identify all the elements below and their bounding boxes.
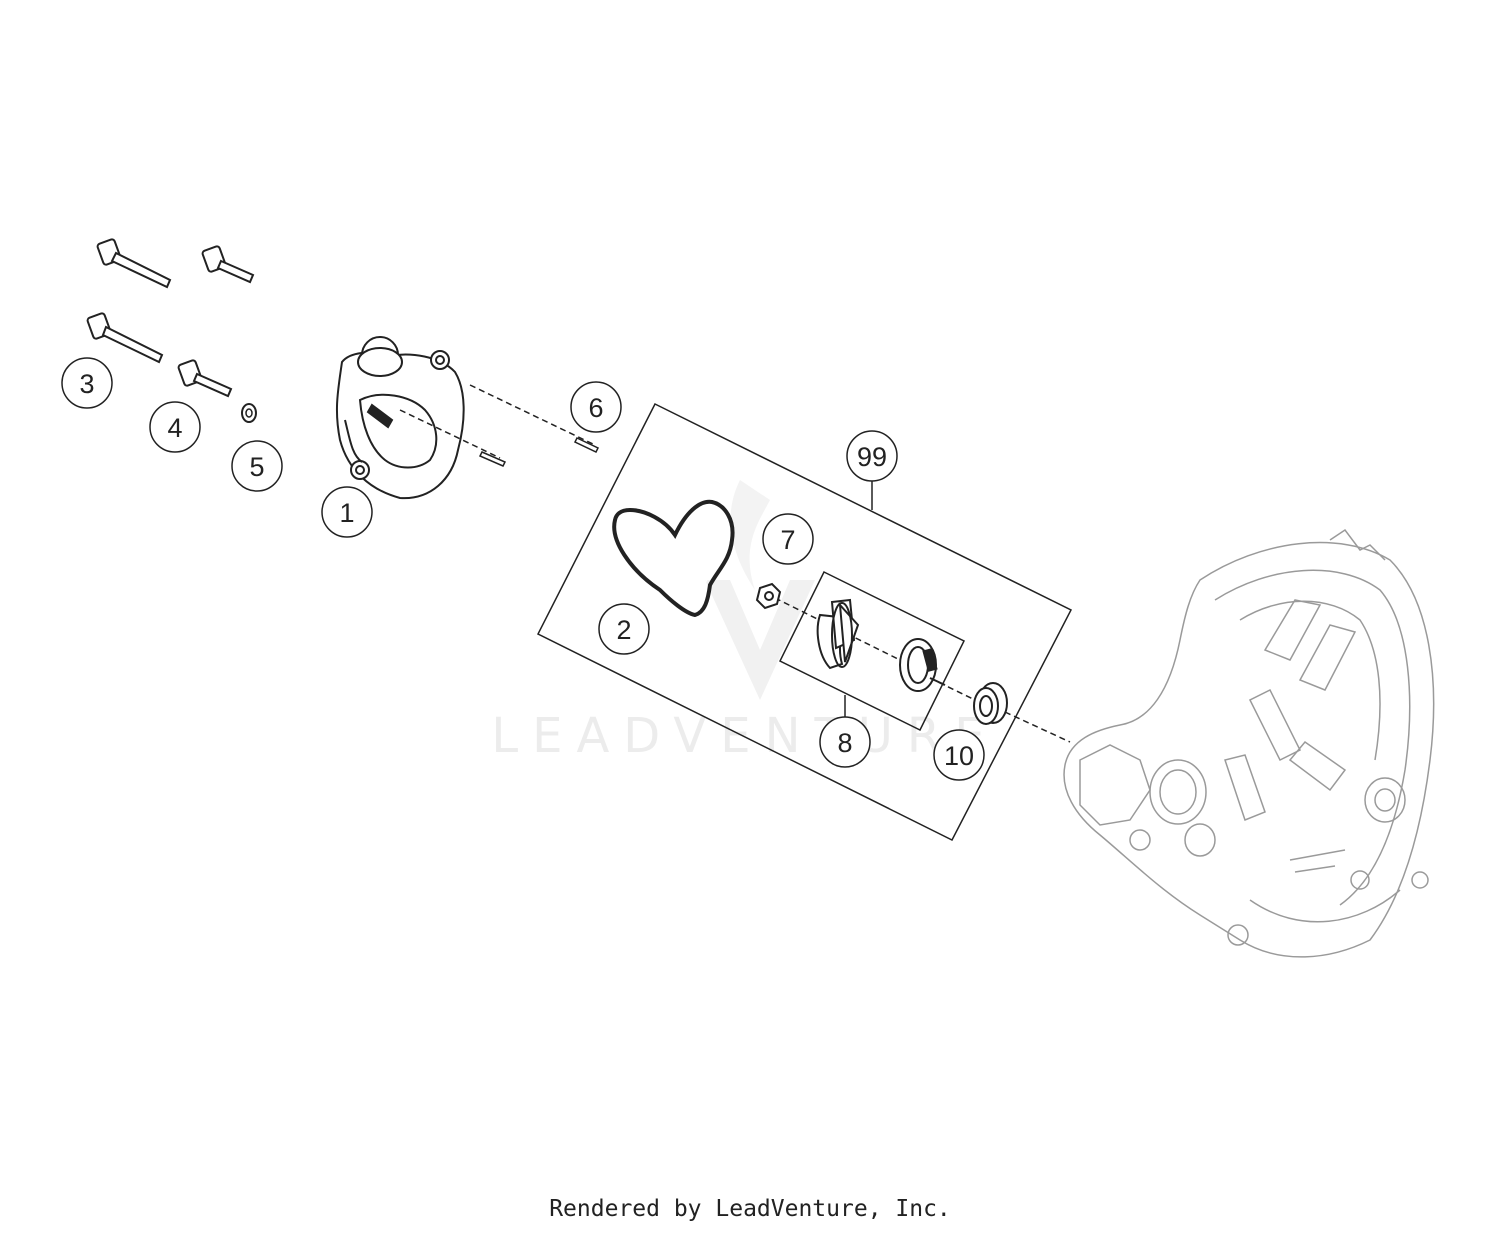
bolt-long-top [96,238,172,289]
shaft-seal [899,638,946,692]
watermark: LEADVENTURE [491,480,998,764]
svg-text:1: 1 [339,498,354,528]
callout-8: 8 [819,716,871,768]
svg-text:3: 3 [79,369,94,399]
bolt-short-top [201,245,255,284]
callout-5: 5 [231,440,283,492]
impeller [816,598,860,670]
svg-text:99: 99 [857,442,887,472]
svg-text:10: 10 [944,741,974,771]
bolt-long-bottom [86,312,164,364]
bolt-short-bottom [177,359,233,398]
bearing [973,682,1008,725]
svg-text:4: 4 [167,413,182,443]
nut-7 [755,582,782,610]
footer-credit: Rendered by LeadVenture, Inc. [549,1196,951,1222]
callout-4: 4 [149,401,201,453]
leader-lines [844,480,873,717]
callout-3: 3 [61,357,113,409]
svg-text:7: 7 [780,525,795,555]
callout-6: 6 [570,381,622,433]
callout-99: 99 [846,430,898,482]
gasket [612,499,735,618]
svg-text:2: 2 [616,615,631,645]
callout-7: 7 [762,513,814,565]
clutch-cover [1063,528,1435,958]
washer [241,403,257,423]
svg-text:6: 6 [588,393,603,423]
water-pump-cover [335,336,465,500]
svg-text:8: 8 [837,728,852,758]
watermark-text: LEADVENTURE [491,708,998,764]
kit-99-outline [536,402,1073,842]
svg-text:5: 5 [249,452,264,482]
callout-1: 1 [321,486,373,538]
callout-10: 10 [933,729,985,781]
short-pin [478,451,507,467]
bolt-6 [469,384,600,453]
callout-2: 2 [598,603,650,655]
